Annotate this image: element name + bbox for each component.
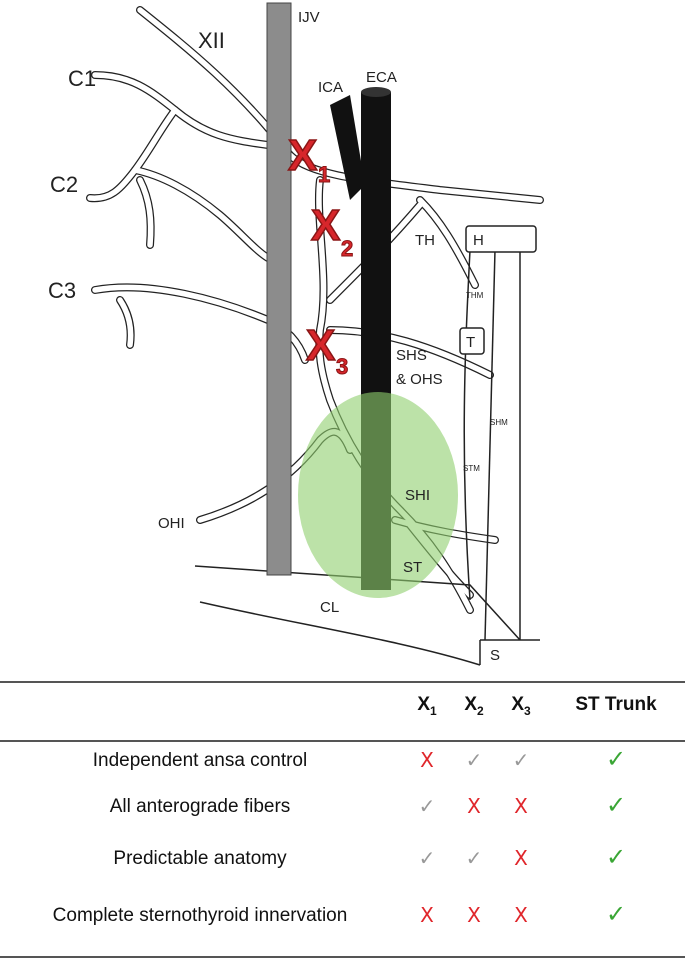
- check-icon: ✓: [465, 846, 483, 870]
- check-green-icon: ✓: [605, 900, 627, 928]
- label-ijv: IJV: [298, 9, 320, 26]
- svg-text:X: X: [306, 321, 335, 370]
- label-shs: SHS: [396, 347, 427, 364]
- label-cl: CL: [320, 599, 339, 616]
- label-s: S: [490, 647, 500, 664]
- label-ohi: OHI: [158, 515, 185, 532]
- check-icon: ✓: [512, 748, 530, 772]
- table-bottom-rule: [0, 956, 685, 958]
- column-header-x1: X1: [417, 694, 437, 718]
- row-label: Independent ansa control: [92, 750, 308, 771]
- svg-text:1: 1: [318, 162, 330, 187]
- label-eca: ECA: [366, 69, 397, 86]
- cross-icon: X: [514, 794, 528, 818]
- ijv-vessel: [266, 2, 292, 576]
- label-c1: C1: [68, 66, 96, 91]
- table-top-rule: [0, 681, 685, 683]
- label-shm: SHM: [490, 418, 508, 427]
- check-icon: ✓: [465, 748, 483, 772]
- label-ohs: & OHS: [396, 371, 443, 388]
- strap-muscles: [194, 225, 540, 666]
- label-stm: STM: [463, 464, 480, 473]
- svg-text:X: X: [311, 201, 340, 250]
- check-icon: ✓: [418, 794, 436, 818]
- label-thm: THM: [466, 291, 484, 300]
- column-header-x3: X3: [511, 694, 531, 718]
- highlight-region: [298, 392, 458, 598]
- cross-icon: X: [420, 748, 434, 772]
- label-c2: C2: [50, 172, 78, 197]
- column-header-st-trunk: ST Trunk: [575, 694, 657, 715]
- cross-icon: X: [467, 903, 481, 927]
- mark-x2: X 2: [310, 200, 354, 261]
- mark-x1: X 1: [287, 130, 331, 187]
- cross-icon: X: [514, 846, 528, 870]
- row-label: All anterograde fibers: [109, 796, 291, 817]
- cross-icon: X: [467, 794, 481, 818]
- check-icon: ✓: [418, 846, 436, 870]
- check-green-icon: ✓: [605, 791, 627, 819]
- cross-icon: X: [514, 903, 528, 927]
- mark-x3: X 3: [305, 320, 349, 379]
- check-green-icon: ✓: [605, 843, 627, 871]
- label-st: ST: [403, 559, 422, 576]
- svg-text:X: X: [288, 131, 317, 180]
- label-t: T: [466, 334, 475, 351]
- label-shi: SHI: [405, 487, 430, 504]
- row-label: Complete sternothyroid innervation: [52, 905, 348, 926]
- label-ica: ICA: [318, 79, 343, 96]
- row-label: Predictable anatomy: [113, 848, 287, 869]
- label-th: TH: [415, 232, 435, 249]
- cross-icon: X: [420, 903, 434, 927]
- label-c3: C3: [48, 278, 76, 303]
- table-header-rule: [0, 740, 685, 742]
- label-h: H: [473, 232, 484, 249]
- check-green-icon: ✓: [605, 745, 627, 773]
- ansa-cervicalis-diagram: XII IJV C1 C2 C3 ICA ECA TH H THM T SHS …: [48, 2, 544, 666]
- label-xii: XII: [198, 28, 225, 53]
- svg-text:2: 2: [341, 236, 353, 261]
- column-header-x2: X2: [464, 694, 484, 718]
- svg-text:3: 3: [336, 354, 348, 379]
